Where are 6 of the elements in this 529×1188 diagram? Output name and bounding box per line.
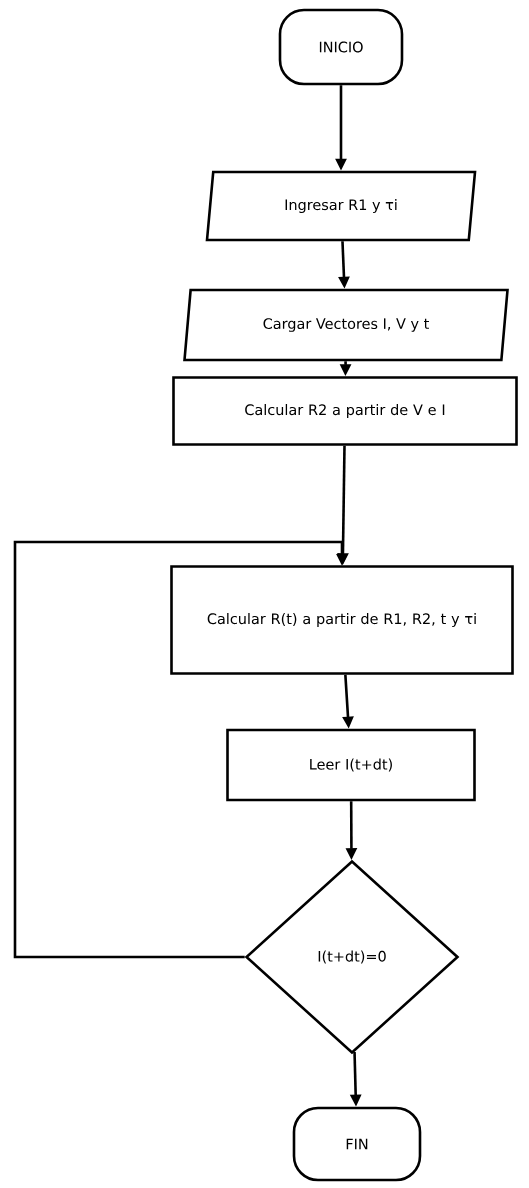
process-box: Calcular R(t) a partir de R1, R2, t y τi	[170, 565, 514, 675]
arrow	[13, 540, 348, 959]
input-parallelogram: Cargar Vectores I, V y t	[183, 288, 509, 362]
input-parallelogram: Ingresar R1 y τi	[205, 170, 477, 242]
process-box: Calcular R2 a partir de V e I	[172, 376, 518, 446]
process-box: Leer I(t+dt)	[226, 728, 476, 802]
